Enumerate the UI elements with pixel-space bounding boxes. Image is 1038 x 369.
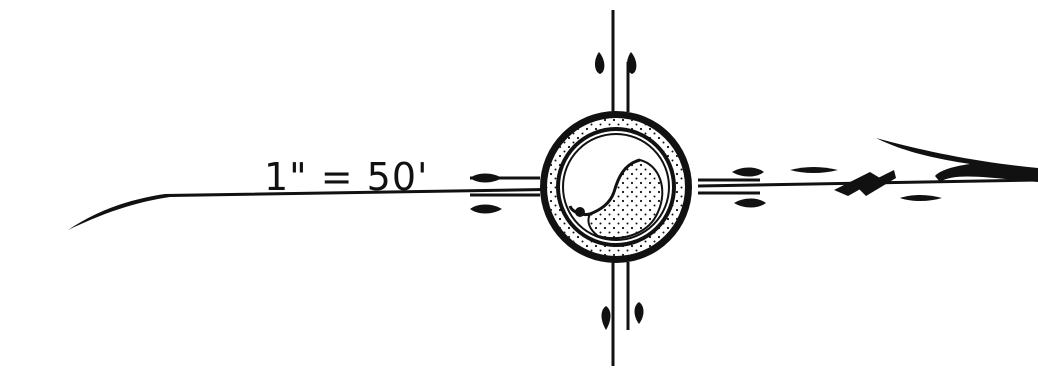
right-arrow-with-break <box>697 138 1038 201</box>
scale-label: 1" = 50' <box>264 155 428 199</box>
north-arrow-compass-icon <box>470 10 766 366</box>
